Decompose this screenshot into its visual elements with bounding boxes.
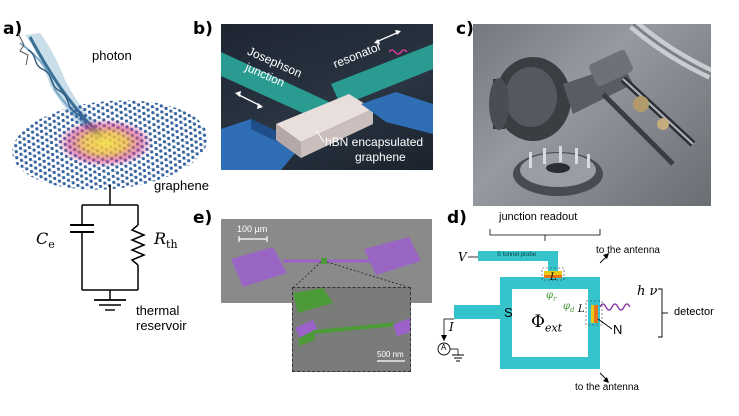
- hbn-label-line2: graphene: [355, 150, 406, 164]
- tunnel-probe-label: S tunnel probe: [497, 252, 537, 258]
- phi-r-label: φr: [546, 290, 556, 303]
- sem-zoom-image: 500 nm: [292, 287, 411, 372]
- inductance-top-label: L: [550, 272, 557, 283]
- reservoir-label: reservoir: [136, 318, 187, 333]
- hbn-label-line1: hBN encapsulated: [325, 135, 424, 149]
- resistance-symbol: R: [154, 229, 167, 248]
- zoom-lines: [292, 261, 412, 289]
- ammeter-ground-icon: [452, 354, 464, 362]
- cryostat-photo: [473, 24, 711, 206]
- capacitance-symbol: C: [36, 229, 49, 248]
- graphene-lattice-illustration: [12, 32, 208, 311]
- detector-label: detector: [674, 306, 714, 318]
- resistance-subscript: th: [166, 238, 178, 252]
- panel-c-label: c): [456, 19, 474, 39]
- resistor-icon: [130, 224, 146, 266]
- antenna-top-label: to the antenna: [596, 245, 660, 256]
- voltage-label: V: [458, 250, 467, 264]
- scale-100um-label: 100 µm: [237, 224, 268, 234]
- photon-energy-label: h ν: [637, 284, 658, 299]
- capacitor-icon: [70, 224, 94, 233]
- detector-circuit-diagram: [437, 229, 668, 383]
- resistance-label: Rth: [154, 229, 178, 251]
- panel-b-label: b): [193, 19, 213, 39]
- capacitance-label: Ce: [36, 229, 55, 251]
- phi-r-subscript: r: [553, 295, 557, 303]
- phi-r-symbol: φ: [546, 290, 554, 301]
- thermal-label: thermal: [136, 303, 180, 318]
- normal-metal-n-label: N: [613, 322, 623, 337]
- capacitance-subscript: e: [48, 238, 55, 252]
- phi-d-label: φd: [563, 301, 575, 314]
- panel-e-label: e): [193, 208, 213, 228]
- flux-label: Φext: [531, 312, 562, 334]
- panel-d-label: d): [447, 208, 467, 228]
- phi-d-subscript: d: [570, 306, 575, 314]
- ammeter-label: A: [441, 343, 447, 352]
- flux-subscript: ext: [544, 321, 563, 335]
- flux-symbol: Φ: [531, 312, 545, 332]
- junction-readout-label: junction readout: [499, 211, 578, 223]
- graphene-label: graphene: [154, 178, 209, 193]
- antenna-bottom-label: to the antenna: [575, 382, 639, 393]
- superconductor-s-label: S: [504, 305, 513, 320]
- current-label: I: [449, 320, 454, 334]
- panel-a-label: a): [3, 19, 23, 39]
- phi-d-symbol: φ: [563, 301, 571, 312]
- scale-500nm-label: 500 nm: [377, 350, 404, 359]
- ground-icon: [94, 299, 126, 311]
- photon-label: photon: [92, 48, 132, 63]
- device-render: Josephson junction resonator hBN encapsu…: [221, 24, 433, 170]
- inductance-right-label: L: [578, 304, 585, 315]
